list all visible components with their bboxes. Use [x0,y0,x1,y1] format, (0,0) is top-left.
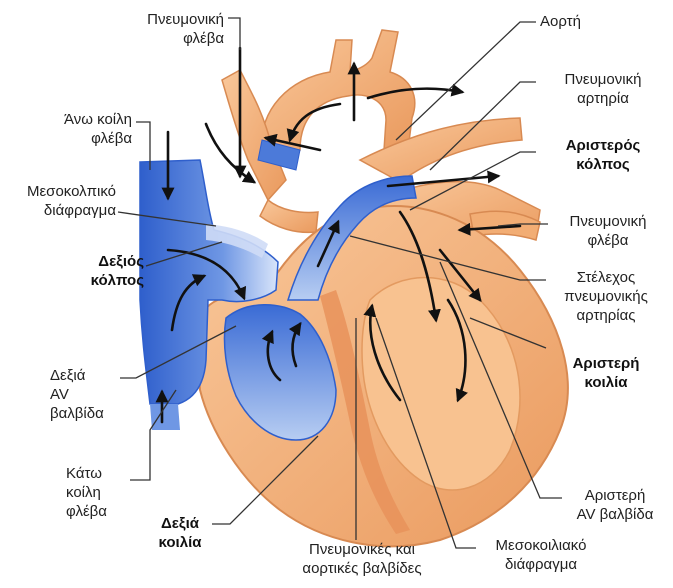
label-left-ventricle: Αριστερή κοιλία [546,354,666,392]
leader-pv-top [228,18,240,50]
pulmonary-vein-left-shape-2 [260,200,318,232]
label-pulmonary-vein-right: Πνευμονική φλέβα [548,212,668,250]
label-interatrial-septum: Μεσοκολπικό διάφραγμα [2,182,116,220]
label-inferior-vena-cava: Κάτω κοίλη φλέβα [66,464,107,521]
label-pulmonary-artery: Πνευμονική αρτηρία [538,70,668,108]
label-right-ventricle: Δεξιά κοιλία [150,514,210,552]
label-left-atrium: Αριστερός κόλπος [538,136,668,174]
label-right-av-valve: Δεξιά AV βαλβίδα [50,366,104,423]
label-semilunar-valves: Πνευμονικές και αορτικές βαλβίδες [282,540,442,578]
aorta-shape [262,30,415,150]
label-superior-vena-cava: Άνω κοίλη φλέβα [26,110,132,148]
label-pulmonary-vein-top: Πνευμονική φλέβα [112,10,224,48]
label-left-av-valve: Αριστερή AV βαλβίδα [560,486,670,524]
label-right-atrium: Δεξιός κόλπος [40,252,144,290]
label-aorta: Αορτή [540,12,581,31]
label-interventricular-septum: Μεσοκοιλιακό διάφραγμα [476,536,606,574]
pulmonary-artery-shape [360,118,522,182]
label-pulmonary-trunk: Στέλεχος πνευμονικής αρτηρίας [544,268,668,325]
